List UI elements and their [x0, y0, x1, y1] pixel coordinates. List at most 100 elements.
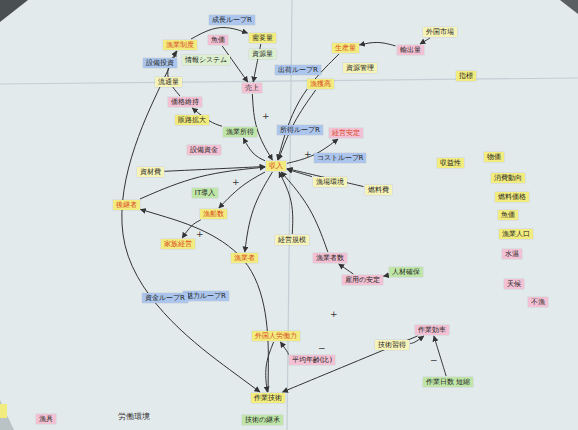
sticky-note: 漁業制度 — [163, 40, 197, 50]
polarity-sign: + — [262, 112, 270, 121]
note-text: 外国市場 — [426, 28, 454, 36]
sticky-note: 漁業者数 — [313, 253, 347, 263]
note-text: 輸出量 — [400, 46, 421, 54]
loop-tag: 出荷ループR — [275, 65, 321, 75]
causal-arrow — [384, 275, 389, 277]
causal-arrow — [287, 169, 364, 187]
note-text: 資源量 — [252, 50, 273, 58]
note-text: 収入 — [269, 162, 283, 170]
table-corner — [0, 0, 28, 22]
sticky-note: 輸出量 — [397, 45, 424, 55]
note-text: 所得ループR — [280, 126, 320, 134]
sticky-note: 作業日数 短縮 — [423, 377, 473, 387]
note-text: 漁具 — [39, 415, 53, 423]
note-text: 資金ループR — [145, 294, 185, 302]
sticky-note: 漁場環境 — [313, 177, 347, 187]
note-text: 魚価 — [501, 211, 515, 219]
note-text: 販路拡大 — [178, 116, 206, 124]
note-text: 作業効率 — [418, 326, 446, 334]
note-text: 漁業所得 — [226, 128, 254, 136]
sticky-note: 設備資金 — [187, 145, 221, 155]
note-text: 漁業者 — [234, 254, 255, 262]
sticky-note: 漁獲高 — [307, 79, 334, 89]
table-corner — [560, 0, 578, 14]
table-corner — [0, 400, 14, 430]
sticky-note: 平均年齢(比) — [289, 355, 335, 365]
paper-seam — [0, 78, 578, 84]
note-text: コストループR — [317, 154, 364, 162]
causal-arrow — [283, 336, 418, 392]
causal-arrow — [339, 264, 353, 274]
sticky-note: 指標 — [456, 71, 476, 81]
causal-arrow — [279, 172, 293, 234]
note-text: 技術習得 — [378, 341, 406, 349]
sticky-note: 資源量 — [249, 49, 276, 59]
sticky-note: 外国市場 — [423, 27, 457, 37]
sticky-note: 天候 — [504, 279, 524, 289]
note-text: 出荷ループR — [278, 66, 318, 74]
note-text: 情報システム — [185, 56, 227, 64]
note-text: 消費動向 — [494, 174, 522, 182]
note-text: 経営規模 — [278, 236, 306, 244]
note-text: 漁業者数 — [316, 254, 344, 262]
sticky-note: 需要量 — [249, 33, 276, 43]
sticky-note: 販路拡大 — [175, 115, 209, 125]
note-text: 外国人労働力 — [255, 332, 297, 340]
causal-arrow — [280, 342, 288, 354]
sticky-note: 水温 — [502, 249, 522, 259]
loop-tag: コストループR — [314, 153, 367, 163]
causal-arrow — [278, 54, 339, 160]
sticky-note: 経営安定 — [329, 128, 363, 138]
note-text: 燃料費 — [368, 186, 389, 194]
note-text: 指標 — [459, 72, 473, 80]
causal-arrow — [141, 209, 269, 392]
polarity-sign: + — [196, 230, 204, 239]
sticky-note: 技術習得 — [375, 340, 409, 350]
sticky-note: IT導入 — [192, 188, 218, 198]
note-text: 平均年齢(比) — [292, 356, 332, 364]
note-text: 成長ループR — [212, 16, 252, 24]
causal-arrow — [245, 172, 273, 252]
note-text: 魚価 — [211, 36, 225, 44]
note-text: 売上 — [245, 84, 259, 92]
sticky-note: 漁船数 — [200, 209, 227, 219]
causal-arrow — [410, 336, 424, 343]
note-text: 漁業人口 — [502, 230, 530, 238]
sticky-note: 経営規模 — [275, 235, 309, 245]
sticky-note: 燃料費 — [365, 185, 392, 195]
polarity-sign: − — [430, 356, 438, 365]
note-text: 価格維持 — [171, 98, 199, 106]
sticky-note: 外国人労働力 — [252, 331, 300, 341]
sticky-note: 漁業人口 — [499, 229, 533, 239]
note-text: 設備投資 — [146, 59, 174, 67]
sticky-note: 消費動向 — [491, 173, 525, 183]
note-text: 人材確保 — [392, 268, 420, 276]
sticky-note: 物価 — [484, 152, 504, 162]
note-text: 経営安定 — [332, 129, 360, 137]
note-text: 資材費 — [140, 168, 161, 176]
sticky-note: 情報システム — [182, 55, 230, 65]
note-text: 作業技術 — [254, 394, 282, 402]
polarity-sign: + — [330, 310, 338, 319]
note-text: 家族経営 — [164, 240, 192, 248]
causal-arrow — [420, 38, 430, 44]
note-text: 設備資金 — [190, 146, 218, 154]
loop-tag: 設備投資 — [143, 58, 177, 68]
sticky-note: 魚価 — [208, 35, 228, 45]
note-text: 漁獲高 — [310, 80, 331, 88]
causal-arrow — [165, 167, 266, 172]
sticky-note: 燃料価格 — [495, 192, 529, 202]
sticky-note: 漁業所得 — [223, 127, 257, 137]
sticky-note: 家族経営 — [161, 239, 195, 249]
causal-arrow — [287, 169, 312, 176]
sticky-note: 価格維持 — [168, 97, 202, 107]
sticky-note: 技術の継承 — [242, 415, 283, 425]
sticky-note: 売上 — [242, 83, 262, 93]
sticky-note: 収入 — [266, 161, 286, 171]
note-text: 不漁 — [531, 298, 545, 306]
note-text: 技術の継承 — [245, 416, 280, 424]
sticky-note: 作業効率 — [415, 325, 449, 335]
note-text: 漁場環境 — [316, 178, 344, 186]
polarity-sign: − — [318, 344, 326, 353]
